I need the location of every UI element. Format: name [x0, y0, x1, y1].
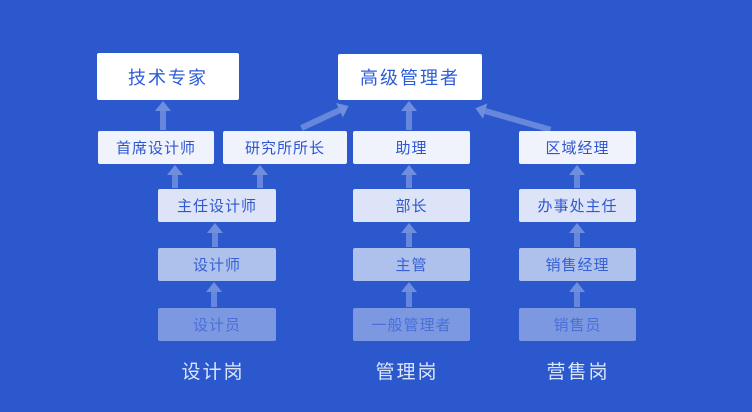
node-director-designer: 主任设计师 — [158, 189, 276, 222]
arrow-up-icon — [401, 101, 417, 130]
node-department-head: 部长 — [353, 189, 470, 222]
arrow-diagonal-icon — [298, 98, 352, 135]
column-label-management: 管理岗 — [375, 362, 439, 383]
node-assistant: 助理 — [353, 131, 470, 164]
arrow-up-icon — [252, 165, 268, 188]
arrow-up-icon — [207, 223, 223, 247]
column-label-sales: 营售岗 — [546, 362, 610, 383]
node-regional-manager: 区域经理 — [519, 131, 636, 164]
arrow-up-icon — [401, 165, 417, 188]
node-draftsman: 设计员 — [158, 308, 276, 341]
arrow-up-icon — [569, 165, 585, 188]
node-office-director: 办事处主任 — [519, 189, 636, 222]
node-designer: 设计师 — [158, 248, 276, 281]
arrow-up-icon — [401, 223, 417, 247]
arrow-up-icon — [569, 223, 585, 247]
node-salesperson: 销售员 — [519, 308, 636, 341]
node-sales-manager: 销售经理 — [519, 248, 636, 281]
node-senior-manager: 高级管理者 — [338, 54, 482, 100]
arrow-diagonal-icon — [473, 100, 552, 138]
arrow-up-icon — [155, 101, 171, 130]
node-institute-director: 研究所所长 — [223, 131, 347, 164]
node-chief-designer: 首席设计师 — [98, 131, 214, 164]
node-tech-expert: 技术专家 — [97, 53, 239, 100]
node-general-manager: 一般管理者 — [353, 308, 470, 341]
arrow-up-icon — [206, 282, 222, 307]
node-supervisor: 主管 — [353, 248, 470, 281]
arrow-up-icon — [167, 165, 183, 188]
arrow-up-icon — [569, 282, 585, 307]
arrow-up-icon — [401, 282, 417, 307]
column-label-design: 设计岗 — [181, 362, 245, 383]
